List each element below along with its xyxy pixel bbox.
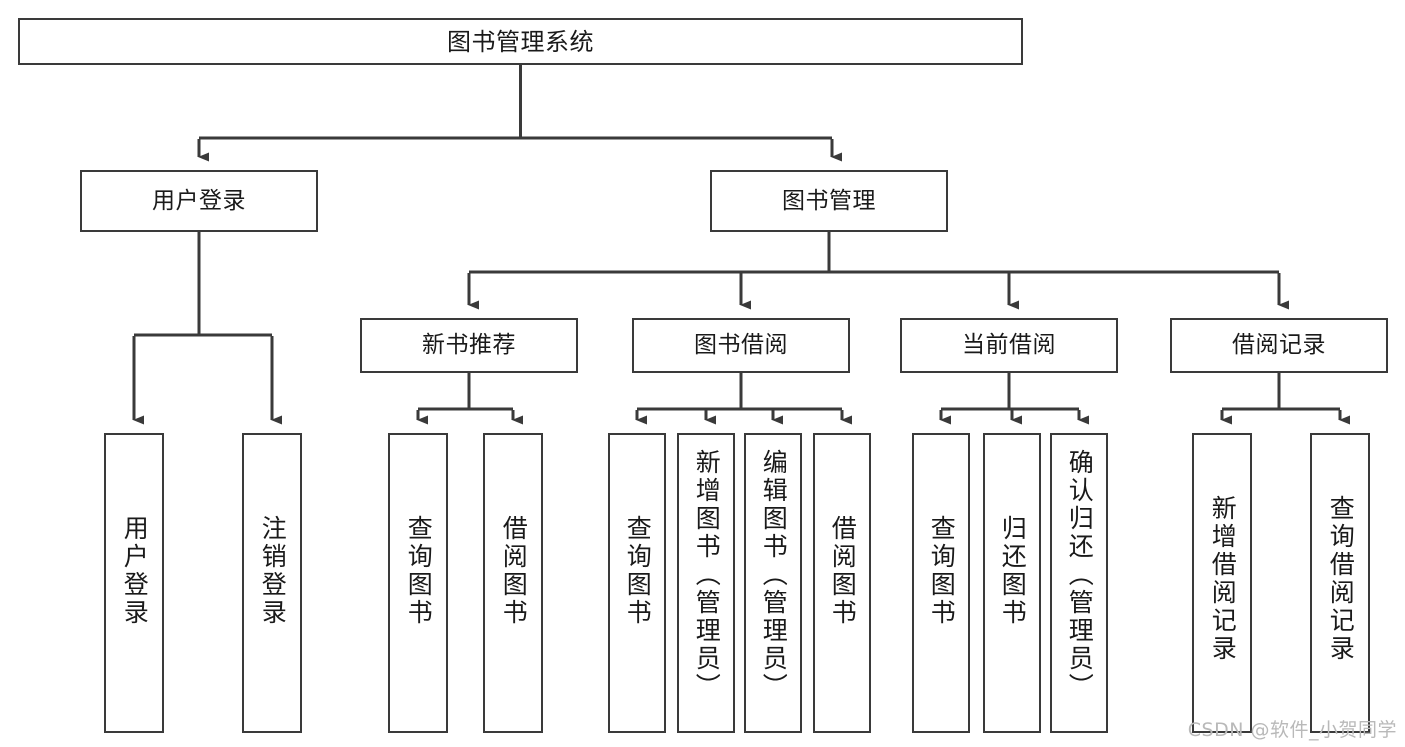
watermark-text: CSDN @软件_小贺同学	[1187, 719, 1397, 741]
node-leaf-return-book-label: 归还图书	[998, 515, 1028, 627]
node-leaf-user-login[interactable]: 用户登录	[104, 433, 164, 733]
node-borrow-record[interactable]: 借阅记录	[1170, 318, 1388, 373]
node-leaf-borrow-book-recommend-label: 借阅图书	[499, 515, 529, 627]
node-current-borrow-label: 当前借阅	[962, 332, 1056, 358]
node-leaf-user-logout[interactable]: 注销登录	[242, 433, 302, 733]
node-borrow-record-label: 借阅记录	[1232, 332, 1326, 358]
node-leaf-query-borrow-record[interactable]: 查询借阅记录	[1310, 433, 1370, 733]
node-book-manage-label: 图书管理	[782, 187, 876, 214]
node-leaf-add-borrow-record-label: 新增借阅记录	[1208, 495, 1238, 663]
node-user-login[interactable]: 用户登录	[80, 170, 318, 232]
node-current-borrow[interactable]: 当前借阅	[900, 318, 1118, 373]
node-leaf-query-book-borrow[interactable]: 查询图书	[608, 433, 666, 733]
node-user-login-label: 用户登录	[152, 187, 246, 214]
node-leaf-add-book-admin-label: 新增图书（管理员）	[692, 449, 722, 701]
node-leaf-user-logout-label: 注销登录	[258, 515, 288, 627]
node-leaf-query-book-recommend-label: 查询图书	[404, 515, 434, 627]
node-new-book-recommend-label: 新书推荐	[422, 332, 516, 358]
node-leaf-add-book-admin[interactable]: 新增图书（管理员）	[677, 433, 735, 733]
node-book-manage[interactable]: 图书管理	[710, 170, 948, 232]
node-leaf-query-book-borrow-label: 查询图书	[623, 515, 653, 627]
node-root[interactable]: 图书管理系统	[18, 18, 1023, 65]
node-book-borrow-label: 图书借阅	[694, 332, 788, 358]
node-leaf-user-login-label: 用户登录	[120, 515, 150, 627]
node-leaf-edit-book-admin[interactable]: 编辑图书（管理员）	[744, 433, 802, 733]
node-leaf-borrow-book-recommend[interactable]: 借阅图书	[483, 433, 543, 733]
node-leaf-confirm-return-admin[interactable]: 确认归还（管理员）	[1050, 433, 1108, 733]
node-leaf-query-book-recommend[interactable]: 查询图书	[388, 433, 448, 733]
node-leaf-query-book-current[interactable]: 查询图书	[912, 433, 970, 733]
node-leaf-edit-book-admin-label: 编辑图书（管理员）	[759, 449, 789, 701]
node-leaf-query-borrow-record-label: 查询借阅记录	[1326, 495, 1356, 663]
node-leaf-borrow-book[interactable]: 借阅图书	[813, 433, 871, 733]
node-leaf-query-book-current-label: 查询图书	[927, 515, 957, 627]
node-leaf-return-book[interactable]: 归还图书	[983, 433, 1041, 733]
node-new-book-recommend[interactable]: 新书推荐	[360, 318, 578, 373]
node-leaf-confirm-return-admin-label: 确认归还（管理员）	[1065, 449, 1095, 701]
node-root-label: 图书管理系统	[447, 27, 594, 56]
node-leaf-add-borrow-record[interactable]: 新增借阅记录	[1192, 433, 1252, 733]
node-leaf-borrow-book-label: 借阅图书	[828, 515, 858, 627]
node-book-borrow[interactable]: 图书借阅	[632, 318, 850, 373]
